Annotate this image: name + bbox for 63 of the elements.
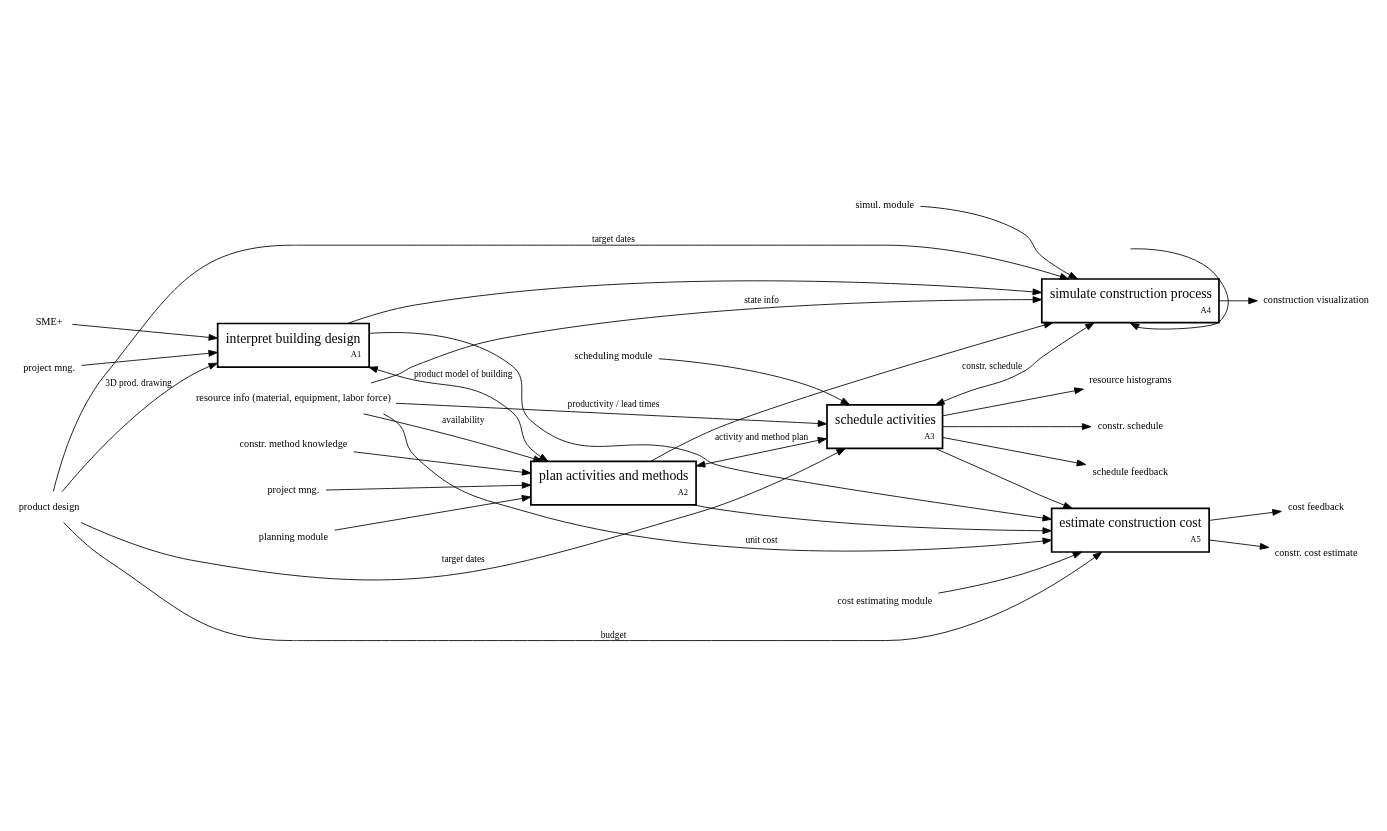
arrow — [370, 296, 1043, 384]
node-text: product design — [18, 500, 80, 512]
arrow — [61, 362, 218, 493]
edge-label: product model of building — [414, 368, 513, 379]
node-text: resource info (material, equipment, labor force) — [195, 392, 391, 404]
arrow — [920, 205, 1078, 280]
arrow — [71, 323, 218, 341]
arrow — [63, 522, 1103, 641]
arrow — [347, 280, 1042, 324]
arrow — [658, 358, 851, 406]
node-text: cost estimating module — [837, 594, 933, 606]
edge-label: activity and method plan — [714, 432, 809, 443]
node-text: planning module — [258, 530, 328, 542]
node-text: constr. schedule — [1097, 420, 1164, 432]
arrow — [1208, 509, 1282, 521]
arrow — [942, 387, 1084, 417]
arrow — [395, 402, 828, 427]
arrow — [1208, 539, 1270, 550]
arrow — [937, 551, 1083, 594]
edge-label: unit cost — [745, 534, 778, 545]
arrow — [368, 366, 549, 462]
arrow — [942, 423, 1092, 431]
edge-label: target dates — [592, 234, 635, 245]
arrow — [942, 437, 1087, 467]
node-text: simul. module — [855, 199, 915, 211]
edge-label: constr. schedule — [962, 361, 1023, 372]
arrow — [383, 413, 1052, 552]
edge-label: availability — [442, 415, 485, 426]
node-text: constr. method knowledge — [239, 438, 348, 450]
edge-label: target dates — [441, 553, 485, 564]
arrow — [81, 349, 218, 366]
node-text: scheduling module — [574, 350, 653, 362]
arrow — [1218, 297, 1258, 305]
arrow — [693, 504, 1052, 535]
arrow — [325, 481, 532, 491]
node-box: simulate construction process A4 — [1040, 278, 1220, 324]
node-text: project mng. — [267, 484, 320, 496]
arrow — [368, 332, 1052, 522]
edge-label: 3D prod. drawing — [105, 378, 172, 389]
node-text: schedule feedback — [1092, 466, 1169, 478]
node-text: resource histograms — [1089, 374, 1172, 386]
arrow — [935, 448, 1073, 509]
edge-label: budget — [600, 629, 627, 640]
node-text: constr. cost estimate — [1274, 546, 1358, 558]
edge-label: productivity / lead times — [567, 398, 660, 409]
arrow — [363, 413, 543, 463]
node-text: project mng. — [23, 362, 75, 374]
node-box: interpret building design A1 — [216, 322, 370, 368]
arrow — [1129, 248, 1229, 331]
arrow — [80, 448, 846, 581]
arrow — [935, 322, 1095, 406]
arrow — [650, 321, 1054, 462]
node-box: plan activities and methods A2 — [530, 460, 697, 506]
node-text: SME+ — [35, 315, 63, 327]
arrow — [334, 495, 532, 531]
arrow — [52, 244, 1070, 492]
node-box: estimate construction cost A5 — [1050, 507, 1210, 553]
node-box: schedule activities A3 — [826, 403, 944, 450]
arrow — [695, 437, 828, 468]
node-text: cost feedback — [1288, 500, 1345, 512]
arrow — [353, 451, 532, 476]
edge-label: state info — [744, 295, 779, 306]
node-text: construction visualization — [1263, 294, 1369, 306]
